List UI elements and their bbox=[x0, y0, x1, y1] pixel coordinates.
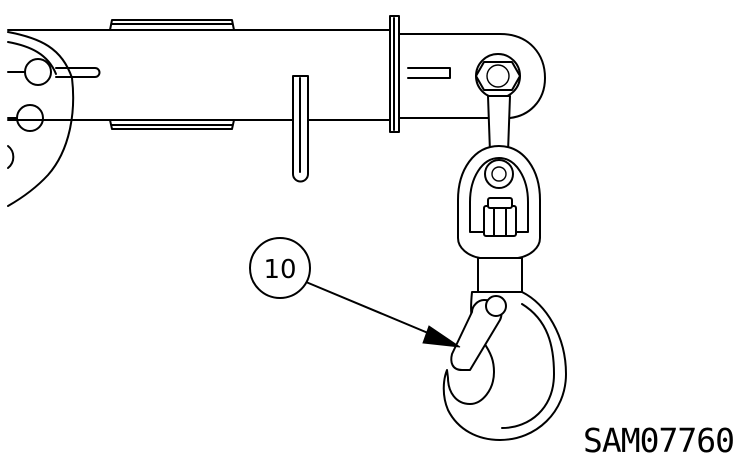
callout-number: 10 bbox=[263, 255, 296, 285]
stop-pin bbox=[292, 75, 309, 183]
boom-pin bbox=[55, 67, 101, 78]
link-strap bbox=[487, 95, 511, 153]
swivel-nut bbox=[483, 197, 517, 237]
callout-bubble: 10 bbox=[249, 237, 311, 299]
callout-leader bbox=[305, 281, 461, 348]
drawing-code: SAM07760 bbox=[583, 421, 735, 460]
flange bbox=[389, 15, 400, 133]
boom-tip bbox=[398, 33, 546, 119]
arrowhead bbox=[422, 325, 461, 348]
plate-hole bbox=[16, 104, 44, 132]
hook bbox=[442, 291, 567, 441]
boom-tube bbox=[7, 19, 393, 130]
tip-bolt bbox=[475, 53, 521, 99]
plate-hole bbox=[24, 58, 52, 86]
